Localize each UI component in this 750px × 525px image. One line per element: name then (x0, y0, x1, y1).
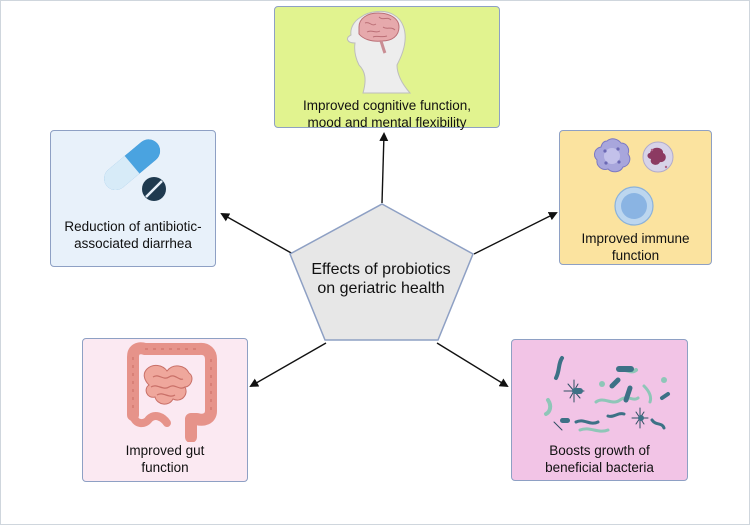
arrow-to-antibiotic (220, 213, 294, 255)
cognitive-label-line2: mood and mental flexibility (307, 115, 467, 130)
center-title: Effects of probiotics on geriatric healt… (300, 260, 462, 298)
arrow-to-cognitive (379, 132, 389, 204)
arrow-to-gut (249, 342, 327, 387)
bacteria-label-line1: Boosts growth of (549, 443, 650, 458)
cognitive-label-line1: Improved cognitive function, (302, 98, 472, 113)
gut-card: Improved gut function (82, 338, 248, 482)
immune-label-line1: Improved immune (581, 231, 690, 246)
antibiotic-label-line1: Reduction of antibiotic- (64, 219, 202, 234)
center-title-line2: on geriatric health (317, 280, 445, 297)
human-head-brain-icon (347, 10, 412, 94)
immune-label: Improved immune function (560, 230, 711, 264)
immune-label-line2: function (611, 248, 660, 263)
center-pentagon (289, 203, 474, 341)
gut-label-line1: Improved gut (125, 443, 205, 458)
bacteria-icon (544, 356, 670, 433)
cognitive-card: Improved cognitive function, mood and me… (274, 6, 500, 131)
pill-capsule-tablet-icon (104, 139, 166, 201)
gut-label-line2: function (141, 460, 189, 475)
arrow-to-bacteria (436, 342, 509, 388)
antibiotic-label-line2: associated diarrhea (74, 236, 192, 251)
cognitive-label: Improved cognitive function, mood and me… (275, 97, 499, 131)
immune-cells-icon (593, 138, 674, 226)
bacteria-label: Boosts growth of beneficial bacteria (512, 442, 687, 476)
antibiotic-label: Reduction of antibiotic- associated diar… (51, 218, 215, 252)
arrow-to-immune (473, 212, 558, 255)
bacteria-card: Boosts growth of beneficial bacteria (511, 339, 688, 481)
gut-label: Improved gut function (83, 442, 247, 476)
intestine-icon (127, 342, 217, 442)
immune-card: Improved immune function (559, 130, 712, 265)
antibiotic-card: Reduction of antibiotic- associated diar… (50, 130, 216, 267)
center-title-line1: Effects of probiotics (311, 261, 451, 278)
bacteria-label-line2: beneficial bacteria (545, 460, 654, 475)
